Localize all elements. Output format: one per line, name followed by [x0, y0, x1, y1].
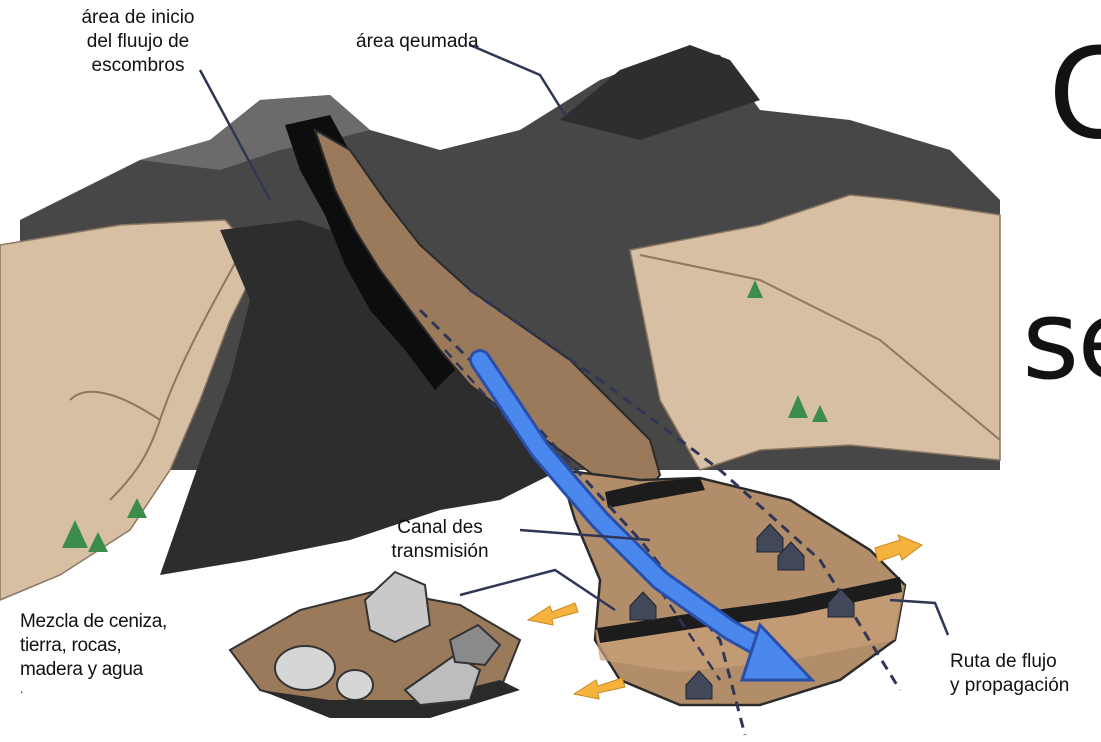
- rock: [275, 646, 335, 690]
- label-flow-path: Ruta de flujo y propagación: [950, 650, 1069, 698]
- large-heading-fragment: se: [1022, 275, 1101, 405]
- label-channel: Canal des transmisión: [370, 516, 510, 564]
- spread-arrow-icon: [574, 678, 625, 699]
- label-mixture: Mezcla de ceniza, tierra, rocas, madera …: [20, 610, 167, 696]
- label-start-area: área de inicio del fluujo de escombros: [38, 6, 238, 78]
- label-burned-area: área qeumada: [356, 30, 479, 54]
- rock: [337, 670, 373, 700]
- spread-arrow-icon: [875, 535, 922, 562]
- debris-pile: [230, 572, 520, 718]
- spread-arrow-icon: [528, 603, 578, 625]
- large-heading-fragment: C: [1048, 25, 1101, 165]
